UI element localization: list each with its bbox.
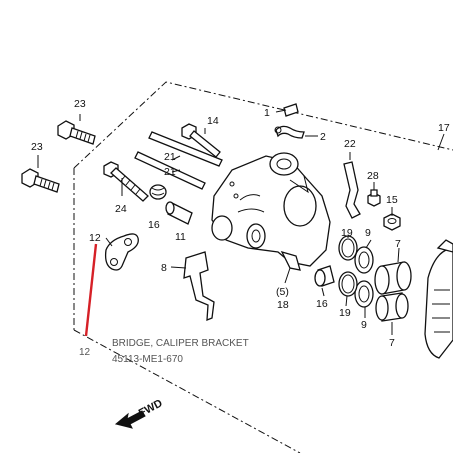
label-1: 1 — [264, 107, 270, 119]
pad-retainer-22 — [343, 161, 361, 219]
plug-15 — [383, 213, 401, 231]
pin-21-upper — [148, 131, 223, 167]
bolt-28 — [367, 189, 381, 207]
label-14: 14 — [207, 115, 219, 127]
label-9a: 9 — [365, 227, 371, 239]
label-23a: 23 — [74, 98, 86, 110]
bolt-14 — [181, 123, 221, 158]
label-2: 2 — [320, 131, 326, 143]
label-17: 17 — [438, 122, 450, 134]
seal-19-lower — [338, 271, 358, 297]
label-12: 12 — [89, 232, 101, 244]
piston-7-lower — [375, 292, 409, 322]
assembly-frame — [73, 81, 453, 453]
label-23b: 23 — [31, 141, 43, 153]
label-19b: 19 — [339, 307, 351, 319]
seal-19-upper — [338, 235, 358, 261]
label-5: (5) — [276, 286, 289, 298]
label-9b: 9 — [361, 319, 367, 331]
bridge-caliper-bracket-12 — [104, 233, 139, 271]
label-15: 15 — [386, 194, 398, 206]
pad-spring-8 — [183, 251, 215, 321]
label-8: 8 — [161, 262, 167, 274]
label-7b: 7 — [389, 337, 395, 349]
label-11: 11 — [175, 231, 186, 243]
boot-16-right — [314, 265, 335, 287]
label-16a: 16 — [148, 219, 160, 231]
callout-ref-number: 12 — [79, 347, 91, 358]
label-21b: 21 — [164, 166, 176, 178]
callout-part-code: 45113-ME1-670 — [112, 354, 183, 365]
brake-pad-17 — [424, 239, 453, 359]
label-24: 24 — [115, 203, 127, 215]
fwd-label: FWD — [137, 397, 165, 419]
label-28: 28 — [367, 170, 379, 182]
bolt-24 — [103, 161, 149, 202]
highlight-pointer-line — [84, 243, 98, 337]
pin-21-lower — [134, 151, 206, 190]
fwd-arrow-icon: FWD — [114, 397, 165, 429]
seal-9-upper — [354, 246, 374, 274]
part-callout: 12 BRIDGE, CALIPER BRACKET 45113-ME1-670 — [79, 338, 249, 365]
piston-7-upper — [374, 261, 412, 295]
bleeder-screw-1 — [283, 103, 299, 117]
part-number-labels: 1 2 14 17 21 21 22 23 23 24 16 11 12 8 2… — [31, 98, 450, 349]
callout-part-name: BRIDGE, CALIPER BRACKET — [112, 338, 249, 349]
label-7a: 7 — [395, 238, 401, 250]
sleeve-11 — [165, 201, 193, 225]
seal-9-lower — [354, 280, 374, 308]
label-18: 18 — [277, 299, 289, 311]
bolt-23-upper — [57, 120, 96, 145]
label-21a: 21 — [164, 151, 176, 163]
label-19a: 19 — [341, 227, 353, 239]
bolt-23-lower — [21, 168, 60, 193]
bleeder-cap-2 — [274, 125, 305, 139]
leader-lines — [37, 109, 445, 335]
label-16b: 16 — [316, 298, 328, 310]
label-22: 22 — [344, 138, 356, 150]
boot-16-left — [149, 184, 167, 200]
caliper-body — [211, 152, 331, 271]
